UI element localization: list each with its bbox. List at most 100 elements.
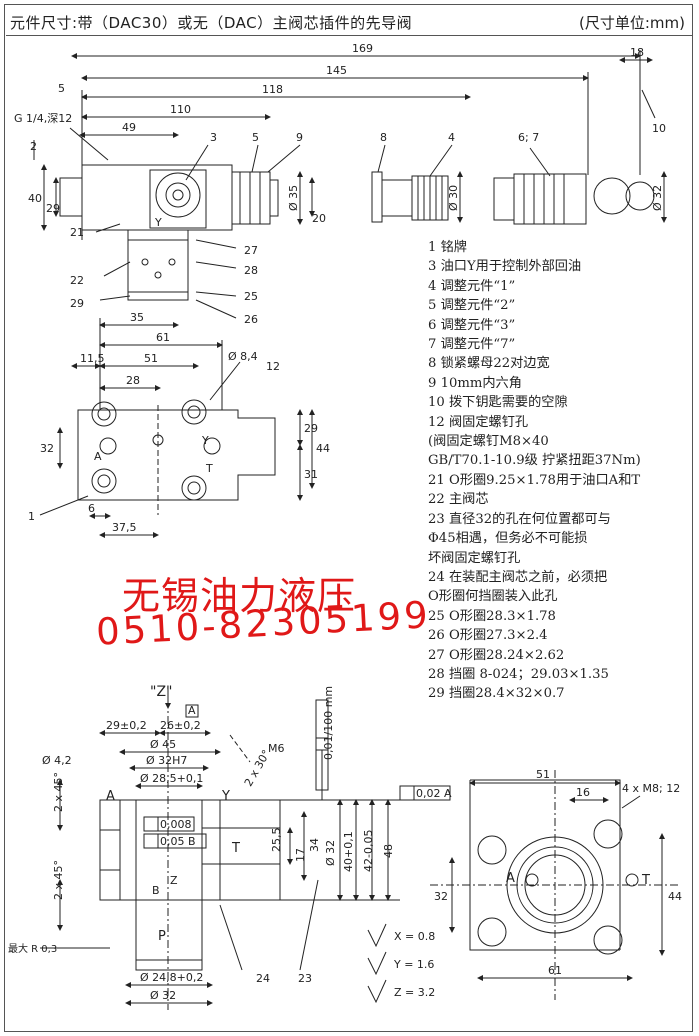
port-y-sec: Y (221, 789, 230, 804)
dim-d4-2: Ø 4,2 (42, 754, 72, 767)
dim-16: 16 (576, 786, 590, 799)
legend-item: Φ45相遇，但务必不可能损 (428, 531, 588, 547)
dim-37-5: 37,5 (112, 521, 137, 534)
callout-9: 9 (296, 131, 303, 144)
dim-49: 49 (122, 121, 136, 134)
legend-item: 25 O形圈28.3×1.78 (428, 608, 556, 624)
legend-item: 8 锁紧螺母22对边宽 (428, 356, 550, 372)
dim-35: 35 (130, 311, 144, 324)
callout-12: 12 (266, 360, 280, 373)
dim-d28-5: Ø 28,5+0,1 (140, 772, 203, 785)
surface-x: X = 0.8 (394, 930, 435, 943)
legend-item: GB/T70.1-10.9级 拧紧扭距37Nm) (428, 453, 641, 469)
view-z-label: "Z" (150, 684, 172, 700)
legend-item: O形圈何挡圈装入此孔 (428, 589, 558, 605)
dim-40-tol: 40+0,1 (342, 831, 355, 872)
watermark-company: 无锡油力液压 (122, 574, 357, 618)
dim-d32-sec: Ø 32 (324, 840, 337, 866)
label-z-sec: Z (170, 874, 178, 887)
callout-25: 25 (244, 290, 258, 303)
surface-y: Y = 1.6 (393, 958, 434, 971)
legend-item: 29 挡圈28.4×32×0.7 (428, 686, 565, 702)
dim-m6: M6 (268, 742, 285, 755)
dim-28: 28 (126, 374, 140, 387)
dim-118: 118 (262, 83, 283, 96)
callout-21: 21 (70, 226, 84, 239)
callout-3: 3 (210, 131, 217, 144)
label-b-datum: B (152, 884, 160, 897)
legend-item: 坏阀固定螺钉孔 (428, 550, 521, 566)
tol-0-05b: 0,05 B (160, 835, 196, 848)
dim-d24-8: Ø 24,8+0,2 (140, 971, 203, 984)
max-radius-note: 最大 R 0,3 (8, 942, 57, 955)
dim-6: 6 (88, 502, 95, 515)
legend-item: 4 调整元件“1” (428, 278, 516, 294)
legend-item: 26 O形圈27.3×2.4 (428, 628, 548, 644)
dim-26-tol: 26±0,2 (160, 719, 201, 732)
dim-31: 31 (304, 468, 318, 481)
legend-item: 1 铭牌 (428, 240, 467, 255)
dim-chamfer-bottom: 2 x 45° (52, 860, 65, 900)
thread-note: G 1/4,深12 (14, 112, 72, 125)
dim-51-mount: 51 (536, 768, 550, 781)
dim-42-tol: 42-0,05 (362, 830, 375, 872)
dim-5: 5 (58, 82, 65, 95)
dim-d32-bottom: Ø 32 (150, 989, 176, 1002)
legend-item: 10 拨下钥匙需要的空隙 (428, 395, 568, 411)
dim-61: 61 (156, 331, 170, 344)
dim-2: 2 (30, 140, 37, 153)
callout-23: 23 (298, 972, 312, 985)
port-y-top: Y (201, 434, 209, 447)
port-t-top: T (205, 462, 213, 475)
port-t-sec: T (231, 841, 240, 856)
mount-view (399, 770, 680, 1000)
legend-item: 23 直径32的孔在何位置都可与 (428, 511, 611, 527)
callout-26: 26 (244, 313, 258, 326)
dim-44-mount: 44 (668, 890, 682, 903)
dim-d8-4: Ø 8,4 (228, 350, 258, 363)
port-y-side: Y (154, 216, 162, 229)
drawing-frame (4, 4, 693, 1032)
callout-29: 29 (70, 297, 84, 310)
port-p-sec: P (158, 929, 166, 944)
page-title: 元件尺寸:带（DAC30）或无（DAC）主阀芯插件的先导阀 (10, 14, 413, 32)
dim-d35: Ø 35 (287, 185, 300, 211)
legend-item: 9 10mm内六角 (428, 375, 522, 391)
section-view (40, 686, 400, 1010)
dim-48: 48 (382, 844, 395, 858)
callout-28: 28 (244, 264, 258, 277)
callout-1: 1 (28, 510, 35, 523)
legend-item: 28 挡圈 8-024；29.03×1.35 (428, 666, 609, 682)
legend-item: 12 阀固定螺钉孔 (428, 414, 529, 430)
dim-110: 110 (170, 103, 191, 116)
dim-d32-side: Ø 32 (651, 185, 664, 211)
dim-25-5: 25,5 (270, 828, 283, 853)
dim-51: 51 (144, 352, 158, 365)
legend-item: 5 调整元件“2” (428, 298, 516, 314)
top-view (39, 318, 315, 538)
legend-item: 27 O形圈28.24×2.62 (428, 647, 565, 663)
legend-item: 7 调整元件“7” (428, 337, 516, 353)
dim-40: 40 (28, 192, 42, 205)
dim-chamfer-top: 2 x 45° (52, 772, 65, 812)
port-a-top: A (94, 450, 102, 463)
dim-17: 17 (294, 848, 307, 862)
label-a-datum: A (188, 704, 196, 717)
tol-0-02a: 0,02 A (416, 787, 452, 800)
dim-145: 145 (326, 64, 347, 77)
surface-z: Z = 3.2 (394, 986, 435, 999)
dim-32-top: 32 (40, 442, 54, 455)
legend-item: 22 主阀芯 (428, 492, 489, 508)
callout-8: 8 (380, 131, 387, 144)
callout-5: 5 (252, 131, 259, 144)
dim-32-mount: 32 (434, 890, 448, 903)
dim-20: 20 (312, 212, 326, 225)
callout-27: 27 (244, 244, 258, 257)
callout-4: 4 (448, 131, 455, 144)
dim-d32h7: Ø 32H7 (146, 754, 187, 767)
dim-4xm8: 4 x M8; 12 (622, 782, 680, 795)
dim-169: 169 (352, 42, 373, 55)
header-bar: 元件尺寸:带（DAC30）或无（DAC）主阀芯插件的先导阀 (尺寸单位:mm) (6, 8, 693, 36)
unit-note: (尺寸单位:mm) (579, 14, 685, 32)
legend-item: (阀固定螺钉M8×40 (428, 434, 549, 450)
